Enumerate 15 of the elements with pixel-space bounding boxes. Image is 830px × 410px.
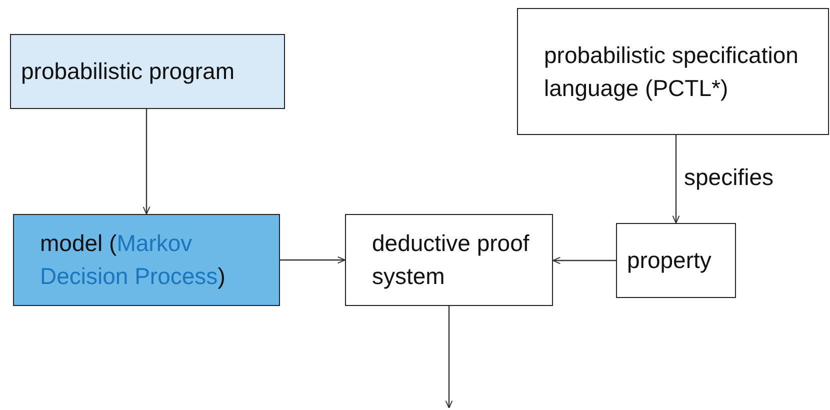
arrow <box>445 306 453 408</box>
arrow <box>142 109 150 214</box>
box-label: deductive proof system <box>372 229 530 291</box>
process-box <box>13 214 280 306</box>
box-label: property <box>627 246 712 275</box>
process-box <box>345 214 553 306</box>
arrow <box>552 256 616 264</box>
process-box <box>517 8 829 135</box>
arrow <box>672 135 680 224</box>
process-box <box>10 34 285 109</box>
process-box <box>616 223 736 298</box>
box-label: model (Markov Decision Process) <box>40 229 226 291</box>
box-label: probabilistic program <box>21 57 234 86</box>
box-label: probabilistic specification language (PCTL*) <box>544 40 800 103</box>
arrow <box>280 256 346 264</box>
